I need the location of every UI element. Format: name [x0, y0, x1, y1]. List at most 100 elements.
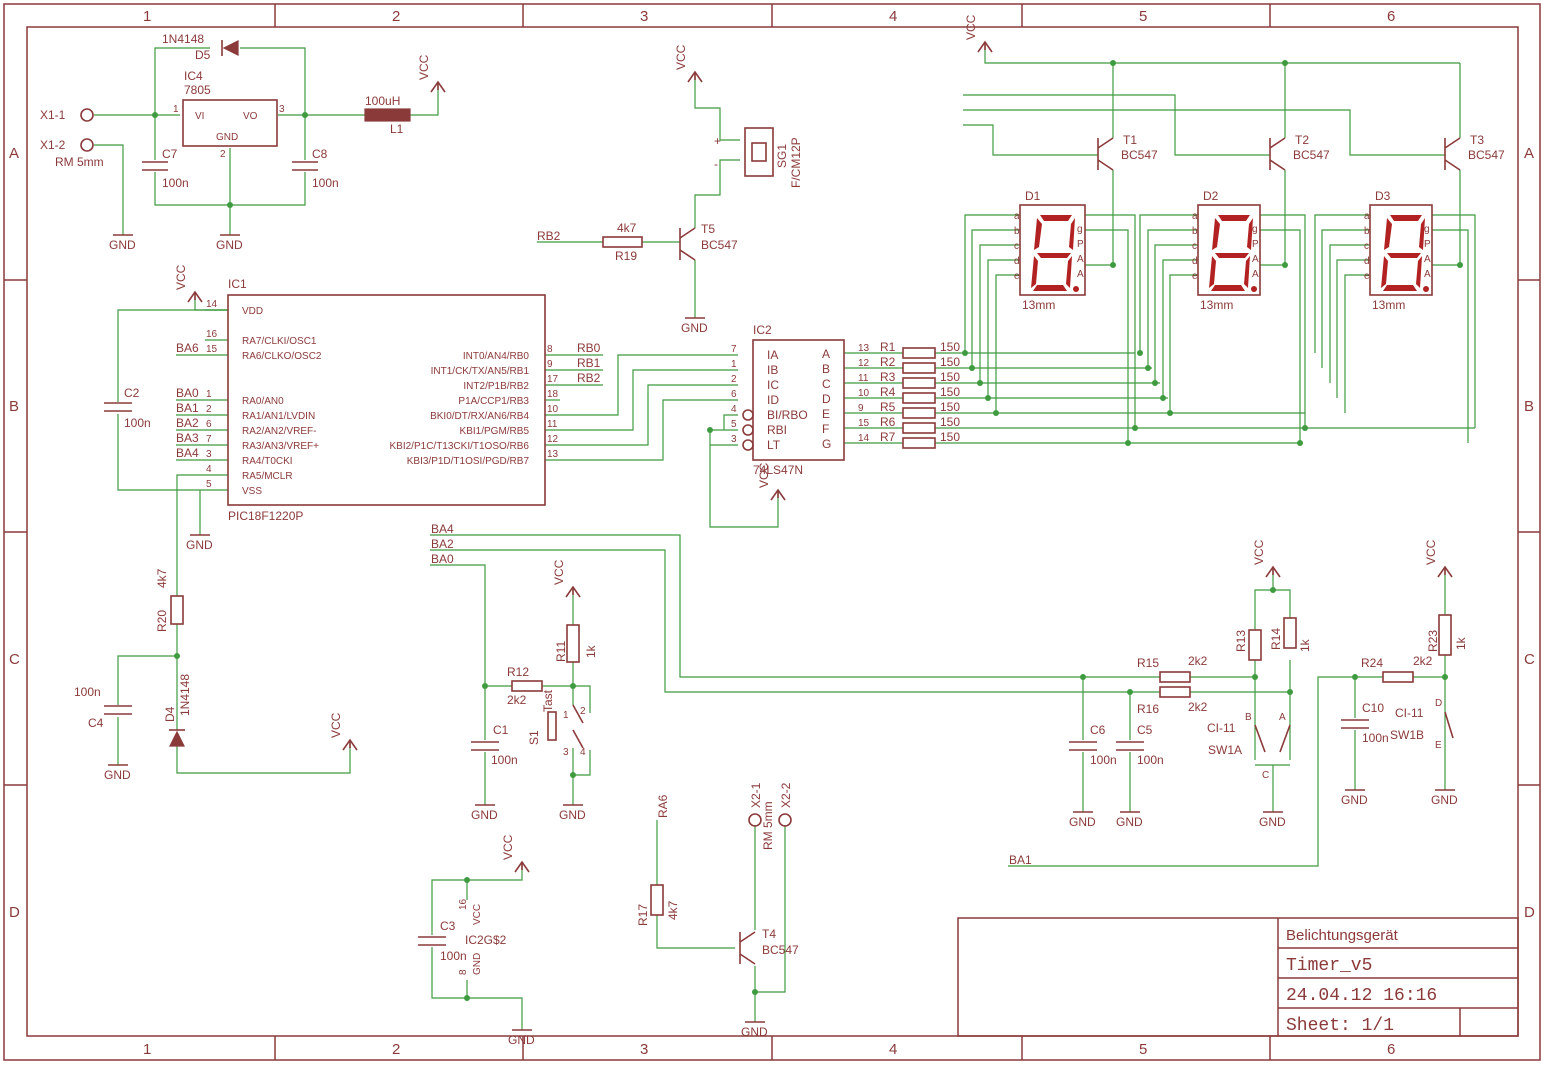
d4-ref: D4: [163, 706, 177, 722]
c3-ref: C3: [440, 919, 456, 933]
mcu-net-label: BA0: [176, 386, 199, 400]
display-pin-label: b: [1192, 226, 1198, 237]
segment-resistor-ref: R7: [880, 430, 896, 444]
cap-c7-ref: C7: [162, 147, 178, 161]
decoder-pin-number: 7: [731, 344, 737, 355]
junction-dot: [1282, 60, 1288, 66]
segment-resistor-value: 150: [940, 355, 960, 369]
net-rb2-buzzer: RB2: [537, 229, 561, 243]
sw1b-type: CI-11: [1395, 706, 1424, 720]
net-ra6: RA6: [656, 794, 670, 818]
display-pin-label: P: [1252, 239, 1259, 250]
r12-value: 2k2: [507, 693, 527, 707]
transistor-ref: T2: [1295, 133, 1309, 147]
sw1b-ref: SW1B: [1390, 728, 1424, 742]
display-pin-label: P: [1424, 239, 1431, 250]
labels: X1-1 X1-2 RM 5mm 1N4148 D5 IC4 7805 VI V…: [40, 32, 1505, 975]
junction-dot: [482, 683, 488, 689]
decoder-pin-name: LT: [767, 438, 781, 452]
gnd-symbol: GND: [109, 234, 136, 252]
connector-x1-2: X1-2: [40, 138, 66, 152]
drawing-frame: [3, 3, 1541, 1061]
ic2g-pin8: 8: [458, 969, 469, 975]
junction-dot: [962, 350, 968, 356]
sw1a-type: CI-11: [1207, 721, 1236, 735]
mcu-pin-name: KBI2/P1C/T13CKI/T1OSO/RB6: [390, 441, 530, 452]
reg-pin-gnd: GND: [216, 132, 238, 143]
row-label: B: [1524, 398, 1534, 415]
decoder-pin-name: RBI: [767, 423, 787, 437]
drawing-name: Timer_v5: [1286, 956, 1372, 976]
decoder-pin-name: IB: [767, 363, 778, 377]
vcc-label: VCC: [552, 559, 566, 585]
sw-pin3: 3: [563, 747, 569, 758]
junction-dot: [227, 202, 233, 208]
vcc-label: VCC: [674, 44, 688, 70]
seven-segment-digit: [1209, 215, 1257, 292]
r14-ref: R14: [1269, 628, 1283, 650]
cap-c8-ref: C8: [312, 147, 328, 161]
reg-pin-vo: VO: [243, 111, 258, 122]
cap-c2-ref: C2: [124, 386, 140, 400]
r23-value: 1k: [1454, 636, 1468, 650]
gnd-symbol: GND: [186, 534, 213, 552]
junction-dot: [1110, 60, 1116, 66]
segment-resistor-value: 150: [940, 340, 960, 354]
transistor-type: BC547: [1468, 148, 1505, 162]
sw1a-ref: SW1A: [1208, 743, 1242, 757]
row-label: A: [9, 145, 19, 162]
net-ba4: BA4: [431, 522, 454, 536]
mcu-pin-number: 13: [547, 449, 559, 460]
segment-resistor-value: 150: [940, 370, 960, 384]
mcu-net-label: RB1: [577, 356, 601, 370]
decoder-pin-name: D: [822, 392, 831, 406]
r12-ref: R12: [507, 665, 529, 679]
display-size: 13mm: [1200, 298, 1233, 312]
mcu-net-label: BA1: [176, 401, 199, 415]
display-pin-label: g: [1424, 224, 1430, 235]
junction-dot: [1160, 395, 1166, 401]
mcu-pin-number: 11: [547, 419, 558, 430]
cap-c8-value: 100n: [312, 176, 339, 190]
segment-resistor-ref: R5: [880, 400, 896, 414]
gnd-symbol: GND: [1259, 811, 1286, 829]
decoder-pin-number: 2: [731, 374, 737, 385]
c1-value: 100n: [491, 753, 518, 767]
mcu-pin-name: INT0/AN4/RB0: [463, 351, 530, 362]
mcu-pin-name: RA6/CLKO/OSC2: [242, 351, 322, 362]
r24-value: 2k2: [1413, 654, 1433, 668]
vcc-label: VCC: [757, 462, 771, 488]
reg-pin3: 3: [279, 104, 285, 115]
display-pin-label: d: [1364, 256, 1370, 267]
cap-c7-value: 100n: [162, 176, 189, 190]
display-pin-label: b: [1014, 226, 1020, 237]
t5-type: BC547: [701, 238, 738, 252]
r11-ref: R11: [554, 641, 568, 662]
junction-dot: [1125, 440, 1131, 446]
vcc-label: VCC: [964, 14, 978, 40]
gnd-label: GND: [1431, 793, 1458, 807]
vcc-symbol: VCC: [329, 712, 358, 751]
mcu-pin-name: RA4/T0CKI: [242, 456, 293, 467]
sheet-number: Sheet: 1/1: [1286, 1016, 1394, 1036]
mcu-pin-number: 10: [547, 404, 559, 415]
column-label: 1: [143, 1041, 151, 1058]
junction-dot: [1302, 425, 1308, 431]
mcu-pin-name: RA1/AN1/LVDIN: [242, 411, 315, 422]
segment-resistor-ref: R6: [880, 415, 896, 429]
decoder-pin-name: IC: [767, 378, 779, 392]
mcu-pin-number: 7: [206, 434, 212, 445]
decoder-pin-number: 14: [858, 433, 870, 444]
vcc-symbol: VCC: [552, 559, 581, 598]
junction-dot: [1352, 674, 1358, 680]
switch-type: Tast: [541, 689, 555, 712]
display-pin-label: e: [1192, 271, 1198, 282]
column-label: 1: [143, 8, 151, 25]
junction-dot: [174, 653, 180, 659]
decoder-ref: IC2: [753, 323, 772, 337]
mcu-pin-number: 6: [206, 419, 212, 430]
gnd-symbol: GND: [681, 317, 708, 335]
segment-resistor-ref: R4: [880, 385, 896, 399]
